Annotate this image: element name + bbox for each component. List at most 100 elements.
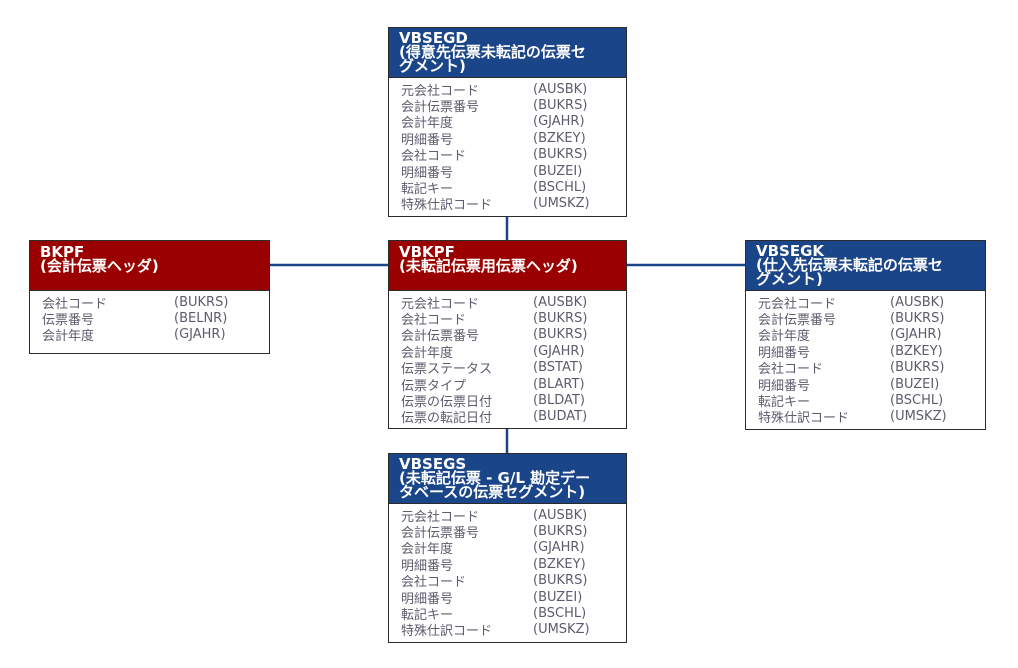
field-row: 会社コード(BUKRS) bbox=[401, 310, 626, 328]
field-row: 明細番号 (BZKEY) bbox=[401, 556, 626, 574]
entity-vbkpf-desc-line: (未転記伝票用伝票ヘッダ) bbox=[399, 257, 578, 275]
field-row: 転記キー (BSCHL) bbox=[758, 392, 985, 411]
field-row: 伝票番号 (BELNR) bbox=[42, 310, 269, 329]
entity-vbsegk-fields: 元会社コード(AUSBK)会計伝票番号(BUKRS)会計年度(GJAHR)明細番… bbox=[746, 291, 985, 427]
field-row: 特殊仕訳コード (UMSKZ) bbox=[401, 196, 626, 214]
field-row: 伝票の伝票日付 (BLDAT) bbox=[401, 392, 626, 411]
field-code: (UMSKZ) bbox=[533, 196, 590, 212]
field-name: 会計年度 bbox=[401, 116, 454, 132]
entity-vbsegk-desc-line: (仕入先伝票未転記の伝票セ bbox=[756, 256, 943, 274]
field-name: 元会社コード bbox=[758, 296, 837, 312]
field-code: (BUKRS) bbox=[533, 98, 588, 114]
entity-bkpf-header: BKPF (会計伝票ヘッダ) bbox=[30, 241, 269, 291]
field-row: 会計伝票番号 (BUKRS) bbox=[401, 523, 626, 542]
entity-bkpf: BKPF (会計伝票ヘッダ) 会社コード(BUKRS)伝票番号(BELNR)会計… bbox=[29, 240, 270, 354]
field-row: 元会社コード (AUSBK) bbox=[401, 294, 626, 312]
field-name: 会計年度 bbox=[401, 542, 454, 558]
field-row: 明細番号 (BUZEI) bbox=[758, 376, 985, 394]
field-row: 会社コード (BUKRS) bbox=[758, 360, 985, 378]
entity-vbkpf-header: VBKPF (未転記伝票用伝票ヘッダ) bbox=[389, 241, 626, 291]
entity-vbkpf-fields: 元会社コード (AUSBK)会社コード(BUKRS)会計伝票番号(BUKRS)会計… bbox=[389, 291, 626, 427]
field-row: 会計年度 (GJAHR) bbox=[42, 327, 269, 345]
field-row: 会計年度 (GJAHR) bbox=[758, 327, 985, 345]
field-code: (BUKRS) bbox=[533, 573, 588, 589]
field-row: 元会社コード(AUSBK) bbox=[401, 507, 626, 525]
field-code: (BUKRS) bbox=[174, 294, 229, 310]
field-name: 転記キー bbox=[758, 395, 811, 411]
field-row: 明細番号 (BZKEY) bbox=[401, 130, 626, 148]
field-code: (BSCHL) bbox=[533, 606, 587, 622]
field-name: 転記キー bbox=[401, 608, 454, 624]
field-name: 元会社コード bbox=[401, 509, 480, 525]
field-name: 元会社コード bbox=[401, 296, 480, 312]
field-name: 明細番号 bbox=[401, 132, 454, 148]
entity-vbsegd-fields: 元会社コード(AUSBK)会計伝票番号(BUKRS)会計年度(GJAHR)明細番… bbox=[389, 78, 626, 214]
field-name: 特殊仕訳コード bbox=[401, 624, 493, 640]
field-code: (BSCHL) bbox=[890, 393, 944, 409]
field-row: 元会社コード(AUSBK) bbox=[401, 81, 626, 99]
field-code: (BUKRS) bbox=[533, 147, 588, 163]
field-code: (GJAHR) bbox=[533, 114, 585, 130]
entity-vbsegd-name: VBSEGD bbox=[399, 29, 468, 47]
field-name: 伝票の転記日付 bbox=[401, 411, 493, 427]
entity-vbkpf-name: VBKPF bbox=[399, 243, 455, 261]
field-row: 明細番号(BZKEY) bbox=[758, 343, 985, 361]
field-code: (BLART) bbox=[533, 376, 585, 392]
field-code: (UMSKZ) bbox=[890, 409, 947, 425]
entity-vbsegs-desc-line: (未転記伝票 - G/L 勘定デー bbox=[399, 469, 591, 487]
field-name: 特殊仕訳コード bbox=[758, 411, 850, 427]
field-code: (BELNR) bbox=[174, 311, 228, 327]
field-name: 会計年度 bbox=[758, 329, 811, 345]
field-name: 会計伝票番号 bbox=[758, 313, 837, 329]
field-name: 明細番号 bbox=[401, 591, 454, 607]
field-code: (BSTAT) bbox=[533, 360, 583, 376]
field-name: 会計年度 bbox=[42, 329, 95, 345]
field-row: 会計年度 (GJAHR) bbox=[401, 114, 626, 132]
field-name: 会社コード bbox=[401, 149, 467, 165]
field-code: (BLDAT) bbox=[533, 393, 585, 409]
field-code: (GJAHR) bbox=[533, 540, 585, 556]
field-code: (BUKRS) bbox=[533, 524, 588, 540]
field-name: 伝票ステータス bbox=[401, 362, 493, 378]
field-code: (GJAHR) bbox=[533, 343, 585, 359]
field-name: 会社コード bbox=[758, 362, 824, 378]
entity-vbsegd-desc-line: グメント) bbox=[399, 57, 466, 75]
field-row: 会社コード(BUKRS) bbox=[42, 294, 269, 312]
entity-bkpf-name: BKPF bbox=[40, 243, 85, 261]
field-name: 会計伝票番号 bbox=[401, 526, 480, 542]
field-code: (GJAHR) bbox=[174, 327, 226, 343]
field-row: 会計伝票番号(BUKRS) bbox=[401, 97, 626, 115]
field-row: 元会社コード(AUSBK) bbox=[758, 294, 985, 312]
field-row: 明細番号(BUZEI) bbox=[401, 163, 626, 181]
field-row: 会計年度 (GJAHR) bbox=[401, 540, 626, 558]
field-name: 明細番号 bbox=[401, 558, 454, 574]
field-name: 転記キー bbox=[401, 182, 454, 198]
field-name: 元会社コード bbox=[401, 83, 480, 99]
field-name: 伝票番号 bbox=[42, 313, 95, 329]
field-name: 明細番号 bbox=[758, 378, 811, 394]
field-code: (GJAHR) bbox=[890, 327, 942, 343]
field-row: 特殊仕訳コード(UMSKZ) bbox=[401, 622, 626, 640]
field-name: 特殊仕訳コード bbox=[401, 198, 493, 214]
field-code: (BZKEY) bbox=[533, 130, 586, 146]
field-code: (BUZEI) bbox=[890, 376, 940, 392]
field-code: (BZKEY) bbox=[890, 343, 943, 359]
field-row: 会社コード(BUKRS) bbox=[401, 573, 626, 590]
field-name: 伝票の伝票日付 bbox=[401, 395, 493, 411]
entity-vbsegs: VBSEGS (未転記伝票 - G/L 勘定デー タベースの伝票セグメント) 元… bbox=[388, 453, 627, 643]
field-code: (BUZEI) bbox=[533, 163, 583, 179]
entity-vbsegd-header: VBSEGD (得意先伝票未転記の伝票セ グメント) bbox=[389, 28, 626, 78]
field-row: 会計伝票番号(BUKRS) bbox=[401, 327, 626, 344]
entity-vbsegd: VBSEGD (得意先伝票未転記の伝票セ グメント) 元会社コード(AUSBK)… bbox=[388, 27, 627, 217]
field-code: (AUSBK) bbox=[533, 294, 588, 310]
entity-vbsegk-desc-line: グメント) bbox=[756, 270, 823, 288]
field-row: 明細番号(BUZEI) bbox=[401, 589, 626, 607]
field-code: (BZKEY) bbox=[533, 556, 586, 572]
field-row: 会計伝票番号(BUKRS) bbox=[758, 310, 985, 329]
field-row: 伝票タイプ(BLART) bbox=[401, 376, 626, 394]
field-name: 会計年度 bbox=[401, 345, 454, 361]
entity-vbsegs-name: VBSEGS bbox=[399, 455, 467, 473]
entity-vbsegk: VBSEGK (仕入先伝票未転記の伝票セ グメント) 元会社コード(AUSBK)… bbox=[745, 240, 986, 430]
field-code: (BUKRS) bbox=[890, 360, 945, 376]
